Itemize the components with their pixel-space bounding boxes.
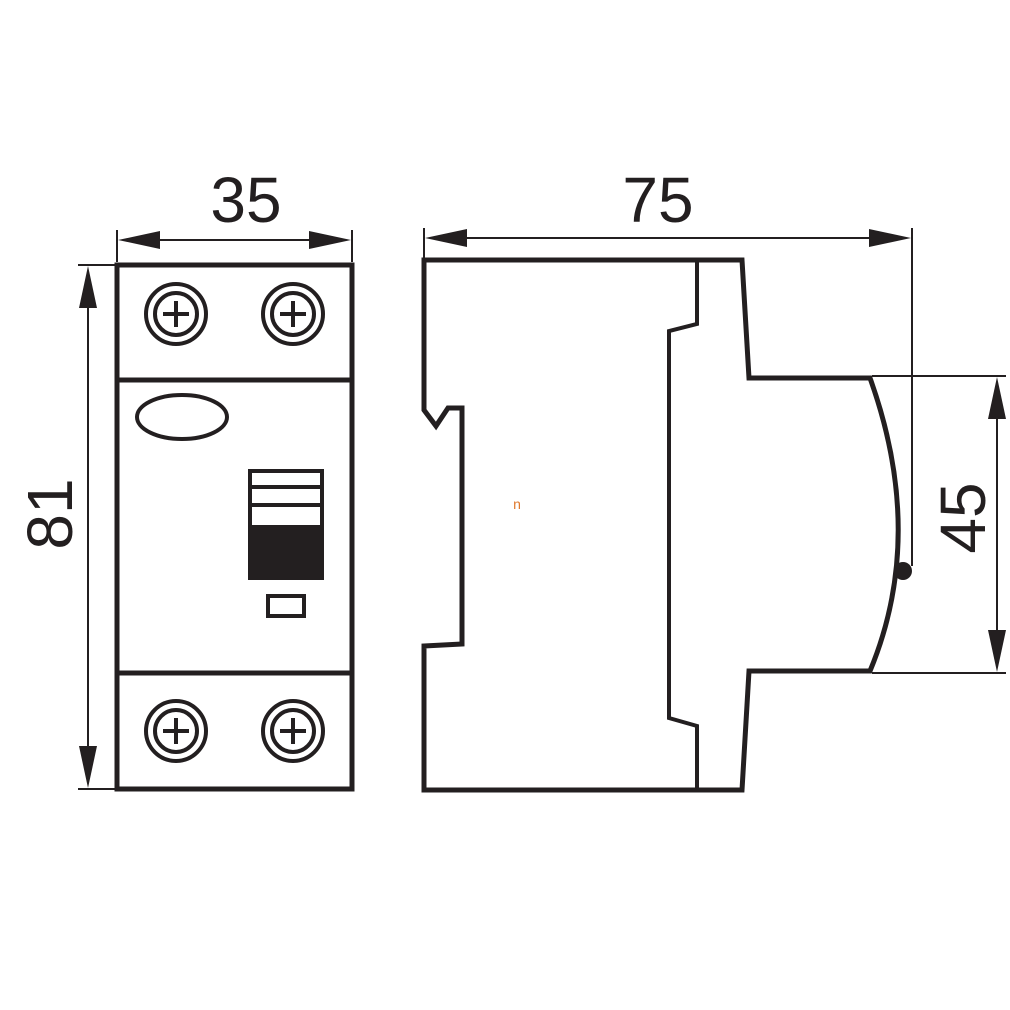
dimension-label-front-height: 45 [927, 482, 999, 553]
screw-icon [261, 282, 325, 346]
front-outline [114, 262, 355, 792]
dimension-front-width: 35 [116, 164, 353, 262]
dimension-side-depth: 75 [423, 164, 913, 566]
side-outline [421, 257, 901, 793]
test-button-icon [135, 393, 229, 441]
toggle-lever-icon [248, 469, 324, 580]
lever-pivot-icon [894, 562, 912, 580]
dimension-label-depth: 75 [622, 164, 693, 236]
dimension-label-width: 35 [210, 164, 281, 236]
dimension-label-height: 81 [14, 478, 86, 549]
screw-icon [144, 699, 208, 763]
front-view [114, 262, 355, 792]
side-view: n [421, 257, 912, 793]
dimension-front-height: 81 [14, 264, 115, 790]
status-window-icon [266, 594, 306, 618]
center-mark: n [513, 496, 521, 512]
screw-icon [144, 282, 208, 346]
screw-icon [261, 699, 325, 763]
dimension-side-front-height: 45 [872, 375, 1006, 674]
side-inner-edge [667, 262, 699, 788]
